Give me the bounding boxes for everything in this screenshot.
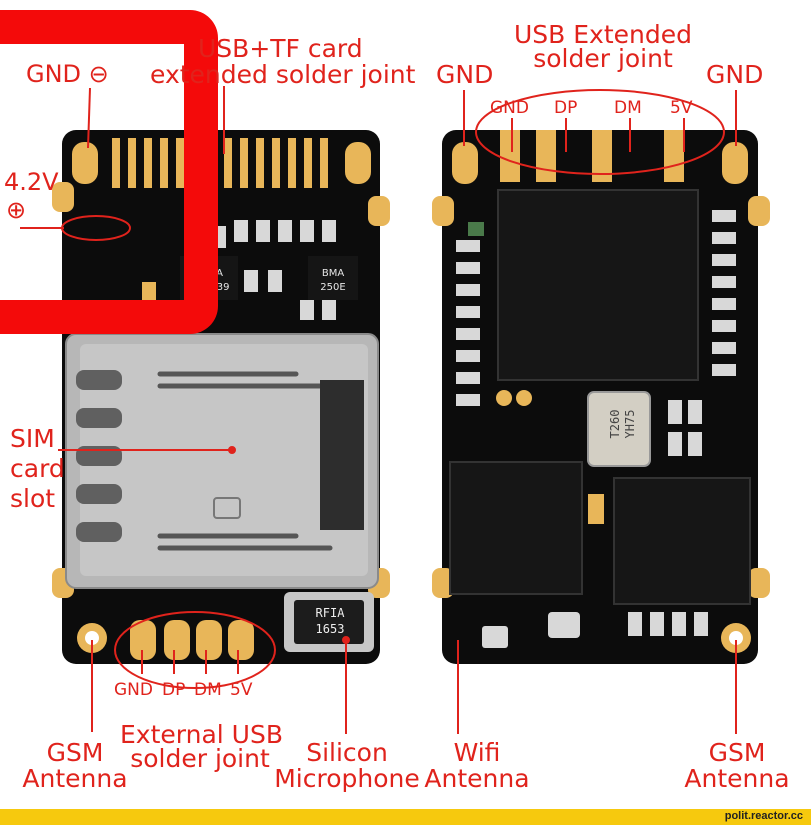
label-ext-pad-5v: 5V [230, 680, 253, 700]
label-gnd-minus: GND ⊖ [26, 60, 109, 88]
label-sim-line1: SIM [10, 424, 55, 453]
watermark-bar: polit.reactor.cc [0, 809, 811, 825]
label-ext-pad-gnd: GND [114, 680, 153, 700]
front-board: R2GA MC2539 BMA 250E 200 [52, 130, 390, 664]
crystal-label-bottom: YH75 [623, 410, 637, 439]
label-usb-ext-line1: USB Extended [513, 20, 692, 49]
label-usb-tf-line2: extended solder joint [150, 60, 416, 89]
mic-label-top: RFIA [316, 606, 346, 620]
annotation-lines [20, 86, 737, 734]
red-highlight-frame [0, 10, 218, 334]
label-gnd-back-left: GND [436, 60, 494, 89]
chip-label-bma: BMA [322, 268, 344, 279]
mic-label-bottom: 1653 [316, 622, 345, 636]
label-wifi-line2: Antenna [424, 764, 530, 793]
label-gsm-left-line1: GSM [46, 738, 104, 767]
label-sim-line2: card [10, 454, 65, 483]
label-plus-sign: ⊕ [6, 196, 27, 224]
label-4-2v: 4.2V [4, 168, 59, 196]
label-ext-pad-dp: DP [162, 680, 186, 700]
chip-label-250e: 250E [320, 282, 345, 293]
label-gsm-left-line2: Antenna [22, 764, 128, 793]
label-usb-tf-line1: USB+TF card [198, 34, 363, 63]
crystal-label-top: T260 [608, 410, 622, 439]
watermark-text[interactable]: polit.reactor.cc [724, 810, 803, 822]
label-back-pad-5v: 5V [670, 98, 693, 118]
label-sim-line3: slot [10, 484, 56, 513]
label-gnd-back-right: GND [706, 60, 764, 89]
label-mic-line2: Microphone [274, 764, 420, 793]
label-gsm-right-line2: Antenna [684, 764, 790, 793]
label-mic-line1: Silicon [306, 738, 388, 767]
label-gsm-right-line1: GSM [708, 738, 766, 767]
label-back-pad-dp: DP [554, 98, 578, 118]
label-ext-usb-line1: External USB [120, 720, 283, 749]
label-wifi-line1: Wifi [453, 738, 501, 767]
label-back-pad-dm: DM [614, 98, 642, 118]
label-ext-usb-line2: solder joint [130, 744, 270, 773]
label-usb-ext-line2: solder joint [533, 44, 673, 73]
label-ext-pad-dm: DM [194, 680, 222, 700]
label-back-pad-gnd: GND [490, 98, 529, 118]
back-board: T260 YH75 [432, 130, 770, 664]
